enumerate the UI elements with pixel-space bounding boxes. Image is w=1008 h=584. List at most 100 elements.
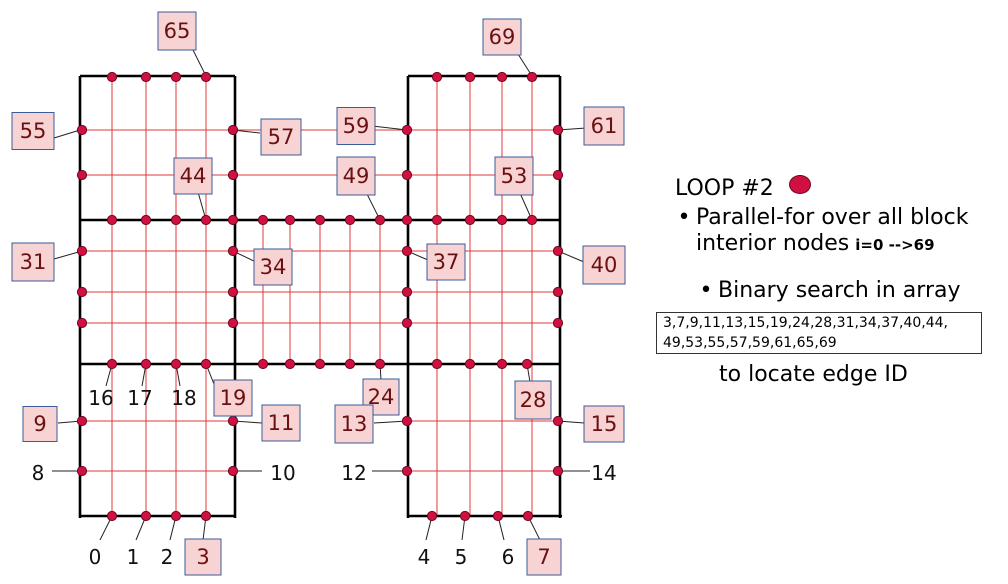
node-dot [552,124,564,136]
label-text: 15 [591,412,618,436]
node-dot [401,169,413,181]
label-text: 61 [591,114,618,138]
node-dot [552,465,564,477]
boxed-node-label: 40 [582,245,626,285]
node-dot [401,245,413,257]
bullet2-text: Binary search in array [718,278,961,303]
node-dot [227,245,239,257]
label-box [336,107,376,145]
node-dot [170,358,182,370]
node-dot [552,317,564,329]
grid-lines [80,76,560,516]
boxed-node-label: 3 [184,538,222,576]
boxed-node-label: 13 [334,404,374,444]
plain-node-label: 0 [89,545,102,569]
label-box [173,157,213,195]
node-dot [552,286,564,298]
node-dot [170,71,182,83]
label-box [157,11,197,51]
node-dot [401,214,413,226]
node-dot [464,71,476,83]
node-dot [496,71,508,83]
node-dot [227,124,239,136]
node-dot [257,358,269,370]
node-dot [140,358,152,370]
node-dot [496,358,508,370]
label-box [253,248,293,286]
node-dot [552,245,564,257]
node-dot [431,358,443,370]
array-line-1: 3,7,9,11,13,15,19,24,28,31,34,37,40,44, [663,315,948,331]
label-text: 55 [20,119,47,143]
plain-node-label: 17 [127,386,152,410]
label-box [494,156,534,196]
plain-node-label: 8 [32,461,45,485]
node-dot [431,71,443,83]
label-box [482,18,522,56]
node-dot [76,124,88,136]
bullet1-text-2: interior nodes [696,231,850,256]
node-dot [76,169,88,181]
boxed-node-label: 37 [426,243,466,281]
range-text: i=0 -->69 [855,236,935,254]
plain-node-label: 1 [127,545,140,569]
node-dot [76,317,88,329]
node-dot [106,214,118,226]
label-text: 44 [180,164,207,188]
label-box [11,242,55,282]
leader-line [373,420,408,424]
label-text: 9 [33,412,46,436]
array-line-2: 49,53,55,57,59,61,65,69 [663,335,837,351]
leader-lines [52,47,590,541]
node-dot [106,510,118,522]
node-dot [522,510,534,522]
label-box [261,404,301,442]
bullet1-line2: interior nodes i=0 -->69 [696,231,935,256]
label-text: 49 [343,164,370,188]
node-dot [140,214,152,226]
node-dot [401,286,413,298]
node-dot [284,214,296,226]
node-dot [106,358,118,370]
node-dot [552,415,564,427]
node-dot [200,214,212,226]
node-dot [227,317,239,329]
label-text: 65 [164,19,191,43]
node-dot [200,510,212,522]
boxed-node-label: 15 [583,405,625,443]
node-dot [426,510,438,522]
boxed-node-label: 55 [11,112,55,150]
label-text: 37 [433,250,460,274]
node-dot [401,124,413,136]
label-box [336,156,376,196]
label-box [184,538,222,576]
node-dot [76,415,88,427]
bullet-parallel: •Parallel-for over all block [672,204,969,231]
node-dots [76,71,564,522]
label-text: 69 [489,25,516,49]
plain-node-label: 18 [171,386,196,410]
plain-node-label: 6 [502,545,515,569]
plain-node-label: 5 [455,545,468,569]
label-box [583,405,625,443]
label-box [260,118,302,156]
bullet-dot-2: • [699,278,713,303]
loop-title: LOOP #2 [675,176,774,201]
plain-node-label: 14 [591,461,616,485]
boxed-node-label: 9 [22,406,58,442]
node-dot [401,415,413,427]
boxed-node-label: 19 [213,379,253,417]
label-box [213,379,253,417]
loop-panel: LOOP #2 •Parallel-for over all block int… [656,172,1008,412]
node-dot [76,245,88,257]
node-dot [526,71,538,83]
node-dot [140,510,152,522]
boxed-node-label: 61 [583,106,625,146]
edge-id-array: 3,7,9,11,13,15,19,24,28,31,34,37,40,44, … [656,312,982,354]
boxed-node-label: 34 [253,248,293,286]
label-box [426,243,466,281]
label-box [11,112,55,150]
boxed-node-label: 53 [494,156,534,196]
